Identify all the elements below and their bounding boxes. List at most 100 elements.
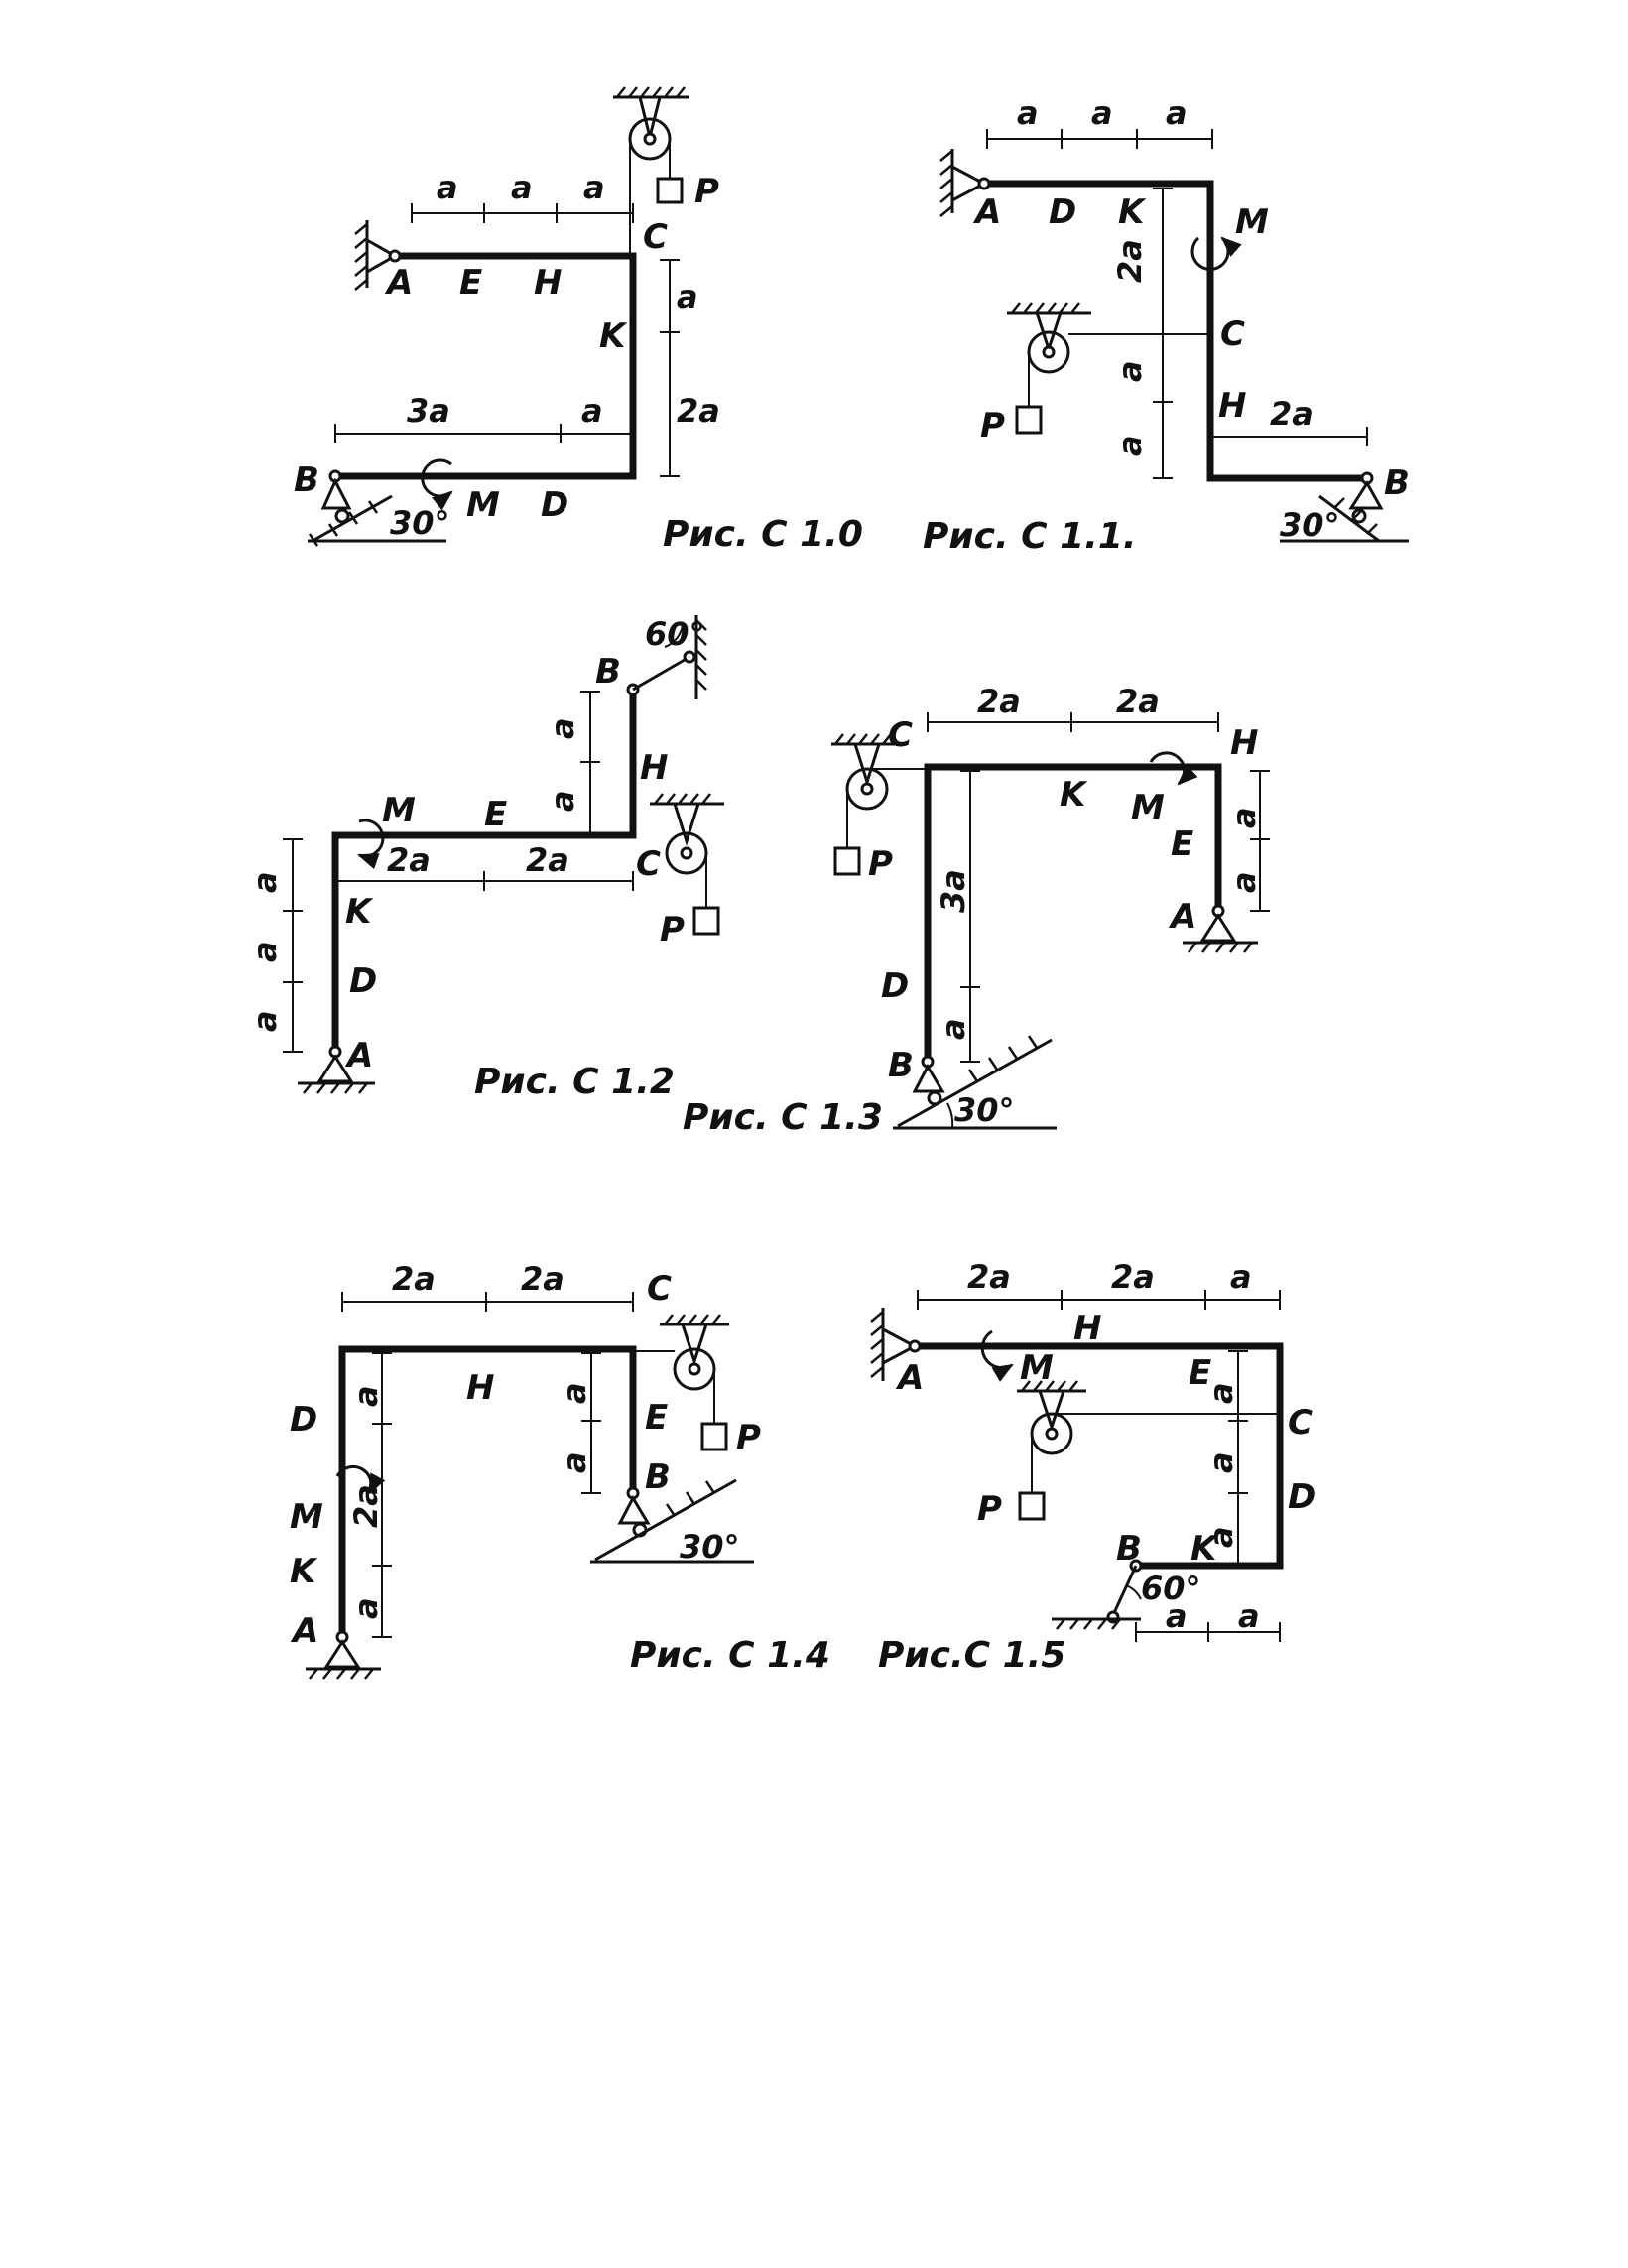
dim-top-3: a [583, 169, 605, 206]
label-p: P [980, 406, 1005, 445]
roller-support-b [1348, 480, 1384, 510]
dim-left-1: 2a [1111, 239, 1149, 283]
dim-top-1: 2a [977, 683, 1021, 720]
dim-left-1: a [246, 871, 284, 893]
dim-left-2: a [1111, 360, 1149, 382]
label-c: C [636, 844, 661, 884]
moment-arrow [1190, 236, 1242, 271]
roller-support-b [320, 477, 352, 510]
dim-top-2: a [511, 169, 533, 206]
moment-arrow [357, 819, 385, 870]
angle-30: 30° [1280, 506, 1340, 544]
label-c: C [643, 217, 668, 257]
angle-60: 60° [1141, 1570, 1201, 1607]
label-m: M [466, 485, 500, 525]
dim-top-2: 2a [521, 1260, 564, 1298]
label-b: B [888, 1046, 914, 1085]
wall-hatch [354, 223, 368, 291]
dim-left-2: a [246, 941, 284, 962]
dim-right-2: a [1225, 871, 1263, 893]
incline-b [897, 1038, 1053, 1128]
label-a: A [344, 1036, 373, 1075]
label-k: K [1060, 775, 1088, 815]
label-b: B [595, 652, 621, 692]
label-d: D [1288, 1477, 1315, 1517]
dim-right-1: a [677, 278, 698, 315]
figure-c1-1: a a a 2a a a 2a P 30° A D K M [923, 94, 1410, 557]
label-c: C [647, 1269, 672, 1309]
rod-b [1111, 1565, 1138, 1616]
caption-c1-2: Рис. С 1.2 [474, 1062, 675, 1102]
dim-bot-2: a [1238, 1597, 1260, 1635]
label-k: K [345, 892, 374, 932]
label-h: H [1073, 1309, 1101, 1348]
dim-left-2: 2a [347, 1484, 385, 1528]
label-m: M [290, 1497, 323, 1537]
dim-top-2: 2a [1116, 683, 1160, 720]
load-p [1018, 1491, 1046, 1521]
incline-b [594, 1478, 737, 1562]
load-p [700, 1422, 728, 1451]
label-h: H [640, 748, 668, 788]
dim-right: 2a [1270, 395, 1314, 433]
label-p: P [736, 1418, 761, 1457]
dim-v-2: a [1202, 1451, 1240, 1473]
moment-arrow [1149, 751, 1198, 786]
dim-right-1: a [556, 1382, 593, 1404]
dim-bottom-1: 3a [407, 392, 450, 430]
dim-left-1: a [347, 1385, 385, 1407]
caption-c1-1: Рис. С 1.1. [923, 516, 1137, 557]
label-e: E [1189, 1353, 1211, 1393]
dim-v-3: a [1202, 1526, 1240, 1548]
load-p [656, 177, 684, 204]
dim-left-1: 3a [935, 869, 972, 913]
label-e: E [645, 1398, 668, 1438]
dim-v-1: a [1202, 1382, 1240, 1404]
label-p: P [977, 1489, 1002, 1529]
label-d: D [881, 966, 909, 1006]
label-a: A [1168, 897, 1196, 937]
label-a: A [290, 1611, 318, 1651]
label-b: B [1116, 1529, 1142, 1569]
dim-right-2: a [556, 1451, 593, 1473]
label-k: K [1190, 1529, 1219, 1569]
caption-c1-4: Рис. С 1.4 [630, 1635, 830, 1676]
label-h: H [1218, 386, 1246, 426]
angle-30: 30° [680, 1528, 740, 1566]
label-p: P [868, 844, 893, 884]
label-e: E [1171, 824, 1193, 864]
load-p [833, 846, 861, 876]
label-e: E [484, 795, 507, 834]
ceiling-hatch [616, 86, 686, 98]
angle-30-a: 30° [390, 504, 450, 542]
angle-60: 60° [645, 615, 705, 653]
caption-c1-5: Рис.С 1.5 [878, 1635, 1065, 1676]
dim-up-1: a [544, 717, 581, 739]
label-m: M [1235, 202, 1269, 242]
label-p: P [660, 910, 685, 949]
label-m: M [1020, 1348, 1054, 1388]
dim-left-2: a [935, 1018, 972, 1040]
figure-c1-4: 2a 2a a 2a a a a P 30° C [290, 1260, 830, 1680]
moment-arrow [421, 458, 453, 511]
label-a: A [384, 263, 413, 303]
dim-top-2: 2a [1111, 1258, 1155, 1296]
figure-c1-2: 60° a a 2a 2a a a a P B H M E [246, 615, 724, 1102]
label-e: E [459, 263, 482, 303]
label-c: C [1220, 315, 1245, 354]
rod-b [632, 655, 690, 692]
label-k: K [1118, 192, 1147, 232]
dim-top-1: a [1017, 94, 1039, 132]
label-b: B [645, 1457, 671, 1497]
label-m: M [1131, 788, 1165, 827]
roller-support-b [912, 1063, 945, 1093]
dim-top-1: a [437, 169, 458, 206]
roller-support-b [617, 1494, 651, 1525]
dim-top-1: 2a [392, 1260, 436, 1298]
label-k: K [599, 316, 628, 356]
label-a: A [972, 192, 1001, 232]
dim-right-1: a [1225, 807, 1263, 828]
pin-support-a [323, 1639, 361, 1669]
dim-h-2: 2a [526, 841, 569, 879]
